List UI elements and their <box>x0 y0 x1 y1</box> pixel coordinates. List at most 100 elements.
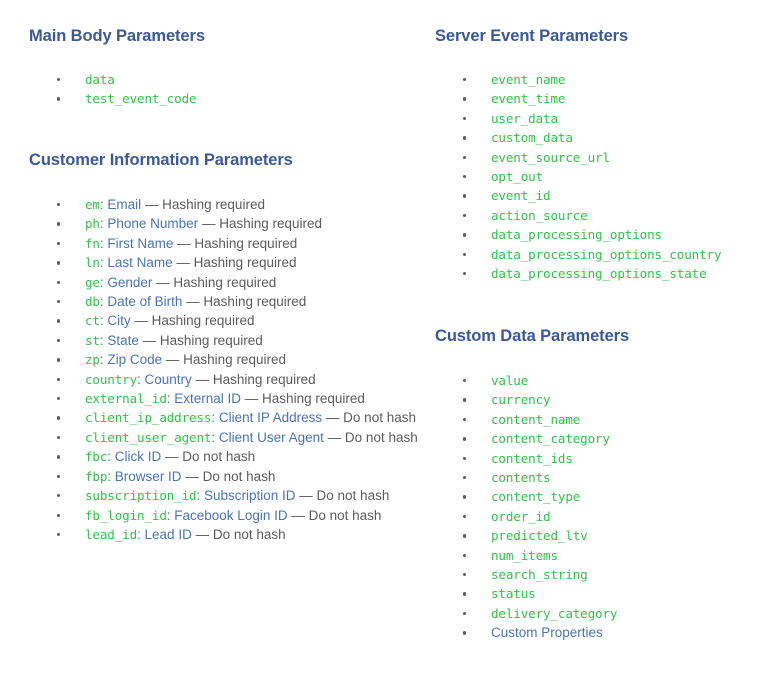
parameter-list-item: search_string <box>463 565 617 584</box>
parameter-description: — Do not hash <box>323 429 418 445</box>
parameter-list-item: event_source_url <box>463 148 721 167</box>
parameter-code[interactable]: fbp <box>85 468 108 484</box>
parameter-code[interactable]: value <box>491 373 529 388</box>
parameter-description: — Do not hash <box>191 526 286 542</box>
parameter-link[interactable]: : Click ID <box>107 449 162 465</box>
parameter-description: — Do not hash <box>181 468 276 484</box>
parameter-list-item: content_ids <box>463 449 617 468</box>
parameter-code[interactable]: fn <box>85 235 100 251</box>
parameter-code[interactable]: client_user_agent <box>85 429 212 445</box>
parameter-code[interactable]: search_string <box>491 567 588 583</box>
parameter-link[interactable]: : Browser ID <box>107 468 182 484</box>
parameter-code[interactable]: fbc <box>85 449 108 465</box>
parameter-code[interactable]: content_category <box>491 431 610 447</box>
parameter-code[interactable]: ln <box>85 255 100 271</box>
parameter-code[interactable]: ge <box>85 274 100 290</box>
parameter-link[interactable]: : State <box>99 332 139 348</box>
parameter-list-item: order_id <box>463 507 617 526</box>
parameter-list-item: client_ip_address: Client IP Address — D… <box>57 408 419 427</box>
parameter-code[interactable]: ct <box>85 313 100 329</box>
parameter-list-item: content_category <box>463 429 617 448</box>
parameter-link[interactable]: : Client IP Address <box>211 410 323 426</box>
parameter-list-item: event_time <box>463 89 721 108</box>
parameter-list-item: fbp: Browser ID — Do not hash <box>57 467 419 486</box>
parameter-list-item: predicted_ltv <box>463 526 617 545</box>
parameter-list-item: event_name <box>463 70 721 89</box>
parameter-code[interactable]: event_id <box>491 188 551 204</box>
server-event-parameters-list: event_name event_time user_data custom_data… <box>463 70 722 283</box>
parameter-code[interactable]: num_items <box>491 547 558 563</box>
parameter-description: — Do not hash <box>287 507 382 523</box>
parameter-code[interactable]: country <box>85 371 138 387</box>
parameter-list-item: event_id <box>463 186 721 205</box>
parameter-list-item: ph: Phone Number — Hashing required <box>57 214 419 233</box>
parameter-code[interactable]: ph <box>85 216 100 232</box>
parameter-code[interactable]: opt_out <box>491 169 544 185</box>
parameter-link[interactable]: : Email <box>99 197 142 212</box>
parameter-list-item: client_user_agent: Client User Agent — D… <box>57 428 419 447</box>
parameter-list-item: country: Country — Hashing required <box>57 370 419 389</box>
server-event-parameters-heading: Server Event Parameters <box>435 27 629 45</box>
parameter-link[interactable]: : Country <box>137 371 192 387</box>
parameter-link[interactable]: : Last Name <box>99 255 173 271</box>
parameter-code[interactable]: data_processing_options <box>491 227 662 243</box>
parameter-list-item: db: Date of Birth — Hashing required <box>57 292 419 311</box>
parameter-list-item: content_name <box>463 410 617 429</box>
customer-information-parameters-heading: Customer Information Parameters <box>29 151 293 169</box>
parameter-description: — Hashing required <box>172 255 297 271</box>
parameter-description: — Hashing required <box>152 274 277 290</box>
parameter-link[interactable]: : First Name <box>99 235 174 251</box>
parameter-link[interactable]: : City <box>99 313 131 329</box>
parameter-list-item: user_data <box>463 109 721 128</box>
parameter-list-item: subscription_id: Subscription ID — Do no… <box>57 486 419 505</box>
parameter-code[interactable]: subscription_id <box>85 488 197 504</box>
parameter-link[interactable]: : External ID <box>166 391 242 407</box>
parameter-code[interactable]: contents <box>491 470 551 486</box>
parameter-code[interactable]: db <box>85 294 100 310</box>
parameter-link[interactable]: : Client User Agent <box>211 429 324 445</box>
parameter-list-item: Custom Properties <box>463 623 617 642</box>
parameter-description: — Hashing required <box>191 371 316 387</box>
parameter-code[interactable]: fb_login_id <box>85 507 167 523</box>
parameter-code[interactable]: st <box>85 332 100 348</box>
parameter-code[interactable]: data <box>85 72 115 87</box>
parameter-code[interactable]: event_time <box>491 91 566 107</box>
parameter-code[interactable]: lead_id <box>85 526 138 542</box>
parameter-link[interactable]: : Phone Number <box>99 216 199 232</box>
parameter-code[interactable]: data_processing_options_state <box>491 266 707 282</box>
parameter-description: — Hashing required <box>162 352 286 368</box>
parameter-link[interactable]: : Lead ID <box>137 526 192 542</box>
parameter-link[interactable]: : Date of Birth <box>99 294 183 310</box>
parameter-link[interactable]: : Facebook Login ID <box>166 507 288 523</box>
parameter-code[interactable]: currency <box>491 392 551 408</box>
parameter-code[interactable]: client_ip_address <box>85 410 212 426</box>
custom-data-parameters-heading: Custom Data Parameters <box>435 327 630 345</box>
parameter-code[interactable]: data_processing_options_country <box>491 246 722 262</box>
parameter-code[interactable]: status <box>491 586 536 602</box>
parameter-code[interactable]: user_data <box>491 110 558 126</box>
parameter-code[interactable]: delivery_category <box>491 605 618 621</box>
main-body-parameters-list: data test_event_code <box>57 70 197 109</box>
parameter-code[interactable]: content_type <box>491 489 581 505</box>
parameter-list-item: data <box>57 70 196 89</box>
parameter-code[interactable]: content_name <box>491 411 581 427</box>
parameter-code[interactable]: em <box>85 197 100 212</box>
parameter-list-item: em: Email — Hashing required <box>57 195 419 214</box>
parameter-code[interactable]: order_id <box>491 508 551 524</box>
parameter-list-item: data_processing_options <box>463 225 721 244</box>
parameter-code[interactable]: action_source <box>491 207 588 223</box>
parameter-code[interactable]: event_name <box>491 72 566 87</box>
parameter-link[interactable]: : Gender <box>99 274 153 290</box>
parameter-link[interactable]: : Zip Code <box>99 352 163 368</box>
parameter-code[interactable]: custom_data <box>491 130 573 146</box>
parameter-code[interactable]: test_event_code <box>85 91 197 107</box>
parameter-code[interactable]: predicted_ltv <box>491 528 588 544</box>
parameter-code[interactable]: zp <box>85 352 100 368</box>
custom-data-parameters-list: value currency content_name content_categor… <box>463 371 618 643</box>
parameter-link[interactable]: : Subscription ID <box>196 488 296 504</box>
parameter-code[interactable]: content_ids <box>491 450 573 466</box>
parameter-link[interactable]: Custom Properties <box>491 625 603 641</box>
parameter-code[interactable]: event_source_url <box>491 149 610 165</box>
parameter-code[interactable]: external_id <box>85 391 167 407</box>
